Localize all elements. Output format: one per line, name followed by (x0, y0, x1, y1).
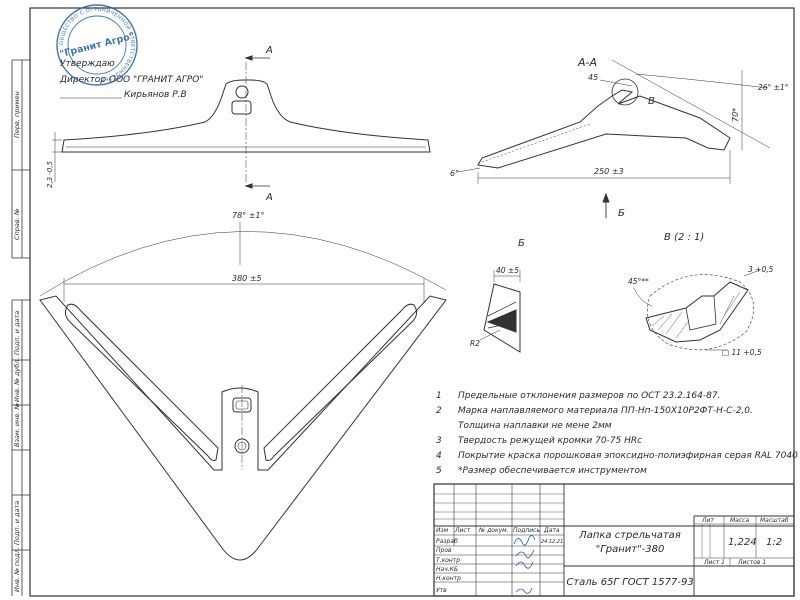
note-num-2: 2 (436, 406, 442, 416)
note-text-4: Покрытие краска порошковая эпоксидно-пол… (458, 451, 798, 461)
note-text-2: Марка наплавляемого материала ПП-Нп-150Х… (458, 406, 753, 416)
note-text-1: Предельные отклонения размеров по ОСТ 23… (458, 391, 720, 401)
note-num-3: 3 (436, 436, 442, 446)
tb-col-mass: Масса (730, 517, 749, 524)
tb-sheet: Лист 1 (703, 559, 725, 566)
margin-label-first-use: Перв. примен (13, 91, 21, 138)
signatures (513, 535, 536, 594)
tb-role-utv: Утв (436, 587, 447, 594)
margin-label-dup-inv: Инв. № дубл. (13, 358, 21, 402)
dim-v-3: 3 +0,5 (748, 265, 774, 274)
approval-line-2: Директор ООО "ГРАНИТ АГРО" (59, 75, 203, 85)
dim-r2: R2 (470, 339, 480, 348)
tb-scale-value: 1:2 (766, 537, 782, 548)
note-text-5: *Размер обеспечивается инструментом (458, 466, 647, 476)
note-num-1: 1 (436, 391, 442, 401)
dim-26-deg: 26° ±1° (758, 83, 789, 92)
tb-header-doc: № докум. (478, 527, 509, 534)
margin-label-orig-inv: Инв. № подл. (13, 547, 21, 592)
tb-header-sign: Подпись (513, 527, 540, 534)
approval-line-3: Кирьянов Р.В (124, 90, 187, 100)
detail-b-view (479, 270, 521, 353)
detail-v-title: B (2 : 1) (664, 232, 704, 243)
dim-v-11: □ 11 +0,5 (722, 348, 762, 357)
tb-header-izm: Изм (436, 527, 449, 534)
tb-col-lit: Лит (701, 517, 714, 524)
top-view (52, 55, 431, 189)
callout-b: B (648, 96, 655, 107)
note-num-4: 4 (436, 451, 442, 461)
left-margin-strip (11, 59, 30, 596)
dim-40: 40 ±5 (496, 266, 519, 275)
dim-45-section: 45 (588, 73, 598, 82)
plan-view (39, 222, 447, 561)
dim-70: 70* (731, 108, 740, 122)
dim-v-45: 45°** (628, 277, 649, 286)
tb-role-nkontr: Н.контр (436, 575, 461, 582)
detail-b-title: Б (518, 238, 525, 249)
tb-role-prov: Пров (436, 547, 452, 554)
notes-list: 1 Предельные отклонения размеров по ОСТ … (436, 391, 798, 476)
dim-250: 250 ±3 (594, 167, 624, 176)
section-a-a-view (457, 59, 771, 184)
note-text-2b: Толщина наплавки не мене 2мм (458, 421, 612, 431)
dim-6-deg: 6° (450, 169, 459, 178)
section-a-a-title: А-А (577, 56, 597, 69)
dim-plan-angle: 78° ±1° (232, 211, 265, 220)
note-num-5: 5 (436, 466, 442, 476)
drawing-frame (29, 7, 795, 597)
tb-part-name-2: "Гранит"-380 (596, 544, 665, 555)
margin-label-ref: Справ. № (13, 208, 21, 240)
detail-v-view (633, 269, 761, 351)
company-stamp: ОБЩЕСТВО С ОГРАНИЧЕННОЙ ОТВЕТСТВЕННОСТЬЮ… (56, 4, 138, 86)
tb-sign-date: 24.12.21 (541, 539, 563, 545)
tb-material: Сталь 65Г ГОСТ 1577-93 (566, 577, 693, 588)
margin-label-sign-date-2: Подп. и дата (13, 501, 21, 545)
dim-thickness: 2,3 -0,5 (46, 160, 54, 188)
tb-role-nachkb: Нач.КБ (436, 566, 458, 573)
tb-role-razrab: Разраб (436, 538, 458, 545)
margin-label-repl-inv: Взам. инв. № (13, 403, 21, 447)
view-arrow-b-label: Б (618, 208, 625, 219)
tb-mass-value: 1,224 (728, 537, 757, 548)
dim-plan-width: 380 ±5 (232, 274, 262, 283)
tb-sheets: Листов 1 (737, 559, 766, 566)
section-mark-a-bottom: А (265, 192, 273, 203)
view-arrow-b (602, 192, 610, 218)
note-text-3: Твердость режущей кромки 70-75 HRc (458, 436, 642, 446)
tb-header-date: Дата (543, 527, 560, 534)
approval-line-1: Утверждаю (60, 59, 115, 69)
tb-col-scale: Масштаб (760, 517, 789, 524)
tb-role-tkontr: Т.контр (436, 557, 460, 564)
tb-part-name: Лапка стрельчатая (578, 530, 681, 541)
section-mark-a-top: А (265, 45, 273, 56)
margin-label-sign-date-1: Подп. и дата (13, 311, 21, 355)
title-block (433, 483, 795, 597)
tb-header-list: Лист (454, 527, 471, 534)
